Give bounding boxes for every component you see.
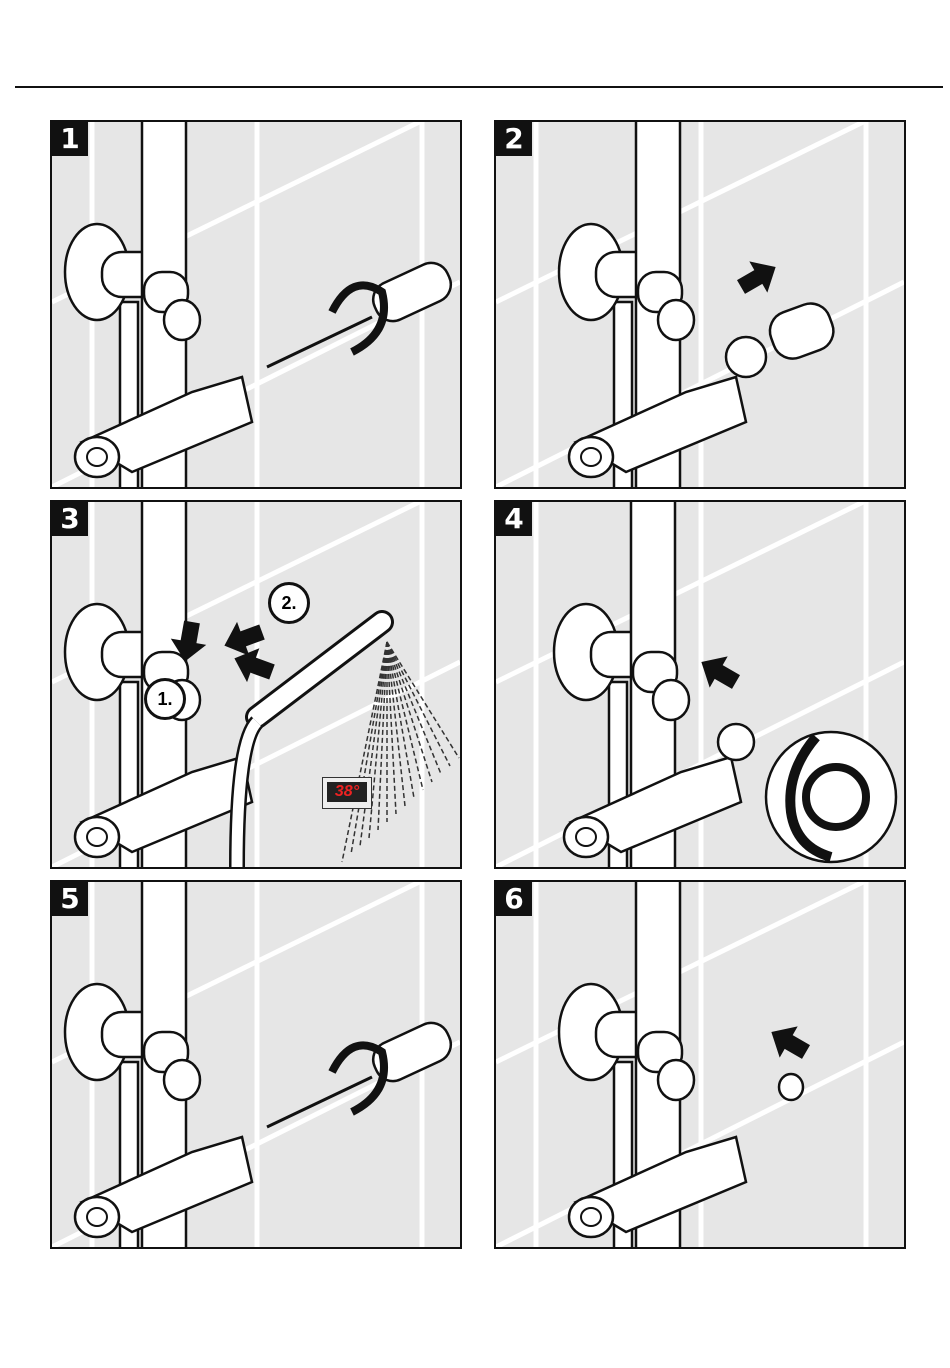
step-panel-1: 1 <box>50 120 462 489</box>
step-panel-5: 5 <box>50 880 462 1249</box>
step-illustration <box>496 122 904 487</box>
step-illustration <box>496 502 904 867</box>
direction-arrow <box>224 621 265 656</box>
step-panel-6: 6 <box>494 880 906 1249</box>
screwdriver <box>266 315 373 369</box>
holder-knob <box>656 298 696 342</box>
stop-ring <box>716 722 756 762</box>
thermostat-body <box>79 375 254 474</box>
handle <box>768 302 835 360</box>
callout-2: 2. <box>268 582 310 624</box>
holder-knob <box>651 678 691 722</box>
direction-arrow <box>170 620 207 662</box>
step-panel-4: 4 <box>494 500 906 869</box>
step-panel-2: 2 <box>494 120 906 489</box>
step-number: 5 <box>52 882 88 916</box>
thermostat-body <box>79 1135 254 1234</box>
handle <box>371 261 453 323</box>
step-number: 1 <box>52 122 88 156</box>
handle <box>371 1021 453 1083</box>
callout-1: 1. <box>144 678 186 720</box>
holder-knob <box>656 1058 696 1102</box>
step-illustration <box>496 882 904 1247</box>
header-rule <box>15 86 943 88</box>
step-panel-3: 3 1. 2. 38° <box>50 500 462 869</box>
rotate-arrow <box>328 281 388 356</box>
thermostat-body <box>573 1135 748 1234</box>
step-number: 6 <box>496 882 532 916</box>
direction-arrow <box>701 656 740 689</box>
holder-knob <box>162 298 202 342</box>
thermostat-body <box>573 375 748 474</box>
step-number: 3 <box>52 502 88 536</box>
water-spray <box>341 641 460 863</box>
direction-arrow <box>737 261 776 294</box>
direction-arrow <box>771 1026 810 1059</box>
step-number: 2 <box>496 122 532 156</box>
detail-magnifier <box>764 730 898 864</box>
step-illustration <box>52 882 460 1247</box>
direction-arrow <box>234 648 275 683</box>
holder-knob <box>162 1058 202 1102</box>
step-illustration <box>52 122 460 487</box>
stop-ring <box>724 335 768 379</box>
step-number: 4 <box>496 502 532 536</box>
screwdriver <box>266 1075 373 1129</box>
step-illustration <box>52 502 460 867</box>
rotate-arrow <box>328 1041 388 1116</box>
thermometer-reading: 38° <box>327 782 367 802</box>
thermostat-body <box>568 755 743 854</box>
cap <box>777 1072 805 1102</box>
thermometer: 38° <box>322 777 372 809</box>
